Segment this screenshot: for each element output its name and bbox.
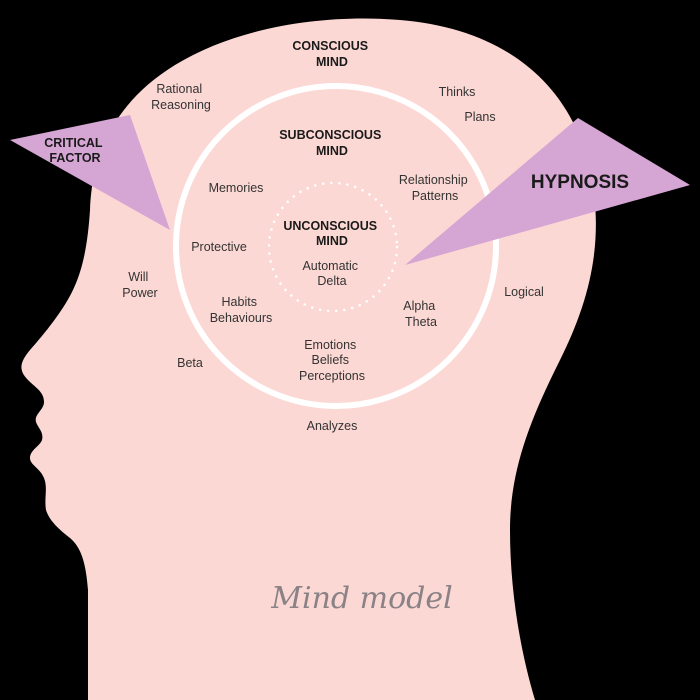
habits-behaviours-label: Habits Behaviours bbox=[210, 295, 273, 325]
beta-label: Beta bbox=[177, 356, 203, 370]
critical-factor-label: CRITICAL FACTOR bbox=[44, 136, 106, 165]
conscious-mind-title: CONSCIOUS MIND bbox=[292, 39, 371, 69]
relationship-patterns-label: Relationship Patterns bbox=[399, 173, 471, 203]
plans-label: Plans bbox=[464, 110, 495, 124]
unconscious-dotted-ring bbox=[267, 181, 399, 313]
subconscious-mind-title: SUBCONSCIOUS MIND bbox=[279, 128, 385, 158]
head-silhouette bbox=[21, 18, 596, 700]
logical-label: Logical bbox=[504, 285, 544, 299]
automatic-delta-label: Automatic Delta bbox=[302, 259, 361, 288]
memories-label: Memories bbox=[209, 181, 264, 195]
analyzes-label: Analyzes bbox=[307, 419, 358, 433]
hypnosis-wedge bbox=[405, 118, 690, 265]
thinks-label: Thinks bbox=[439, 85, 476, 99]
will-power-label: Will Power bbox=[122, 270, 157, 300]
rational-reasoning-label: Rational Reasoning bbox=[151, 82, 211, 112]
emotions-beliefs-perceptions-label: Emotions Beliefs Perceptions bbox=[299, 338, 365, 383]
alpha-theta-label: Alpha Theta bbox=[403, 299, 438, 329]
hypnosis-label: HYPNOSIS bbox=[531, 172, 629, 193]
subconscious-ring bbox=[173, 83, 499, 409]
critical-factor-wedge bbox=[10, 115, 170, 230]
unconscious-mind-title: UNCONSCIOUS MIND bbox=[283, 219, 380, 248]
protective-label: Protective bbox=[191, 240, 247, 254]
mind-model-caption: Mind model bbox=[270, 581, 452, 616]
